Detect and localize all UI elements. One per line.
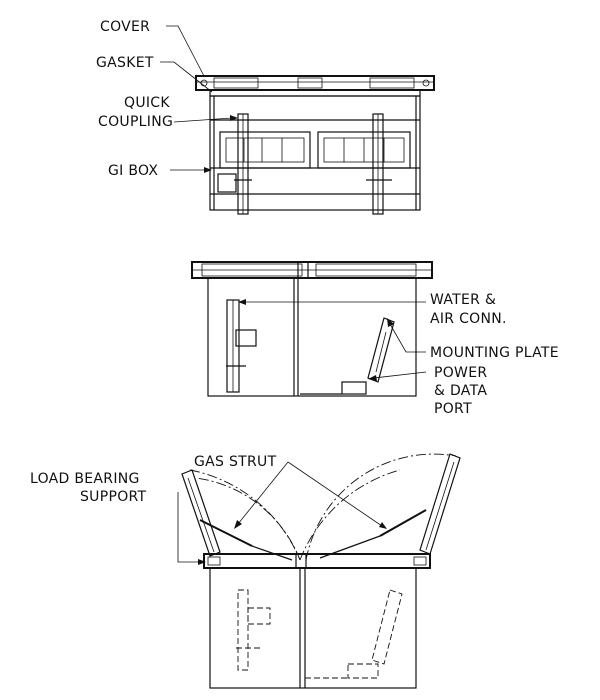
- label-quick-coupling-line1: QUICK: [124, 95, 170, 111]
- side-box-body: [207, 277, 417, 397]
- frame-rim: [203, 553, 431, 569]
- gas-strut-left: [199, 519, 253, 547]
- side-section-view: [191, 261, 433, 397]
- label-water-air-line2: AIR CONN.: [430, 311, 507, 327]
- front-elevation-view: [195, 75, 435, 215]
- open-box-body: [209, 567, 417, 689]
- label-load-bearing-line2: SUPPORT: [80, 489, 147, 505]
- open-view-leaders: [177, 461, 387, 565]
- label-water-air-line1: WATER &: [430, 292, 496, 308]
- left-cover-leaf: [181, 469, 221, 557]
- label-power-data-line2: & DATA: [434, 383, 487, 399]
- side-mounting-plate: [367, 317, 395, 383]
- label-gi-box: GI BOX: [108, 163, 158, 179]
- side-view-leaders: [238, 299, 427, 381]
- gas-strut-right: [379, 509, 427, 537]
- label-gas-strut: GAS STRUT: [194, 454, 277, 470]
- gi-box-outline: [209, 95, 421, 211]
- open-cover-view: [181, 453, 461, 689]
- right-cover-leaf: [419, 453, 461, 555]
- label-power-data-line3: PORT: [434, 401, 472, 417]
- label-quick-coupling-line2: COUPLING: [98, 114, 173, 130]
- label-load-bearing-line1: LOAD BEARING: [30, 471, 140, 487]
- callout-labels: COVER GASKET QUICK COUPLING GI BOX WATER…: [30, 19, 559, 505]
- label-cover: COVER: [100, 19, 150, 35]
- label-mounting-plate: MOUNTING PLATE: [430, 345, 559, 361]
- label-power-data-line1: POWER: [434, 365, 487, 381]
- label-gasket: GASKET: [96, 55, 154, 71]
- front-view-leaders: [160, 25, 238, 173]
